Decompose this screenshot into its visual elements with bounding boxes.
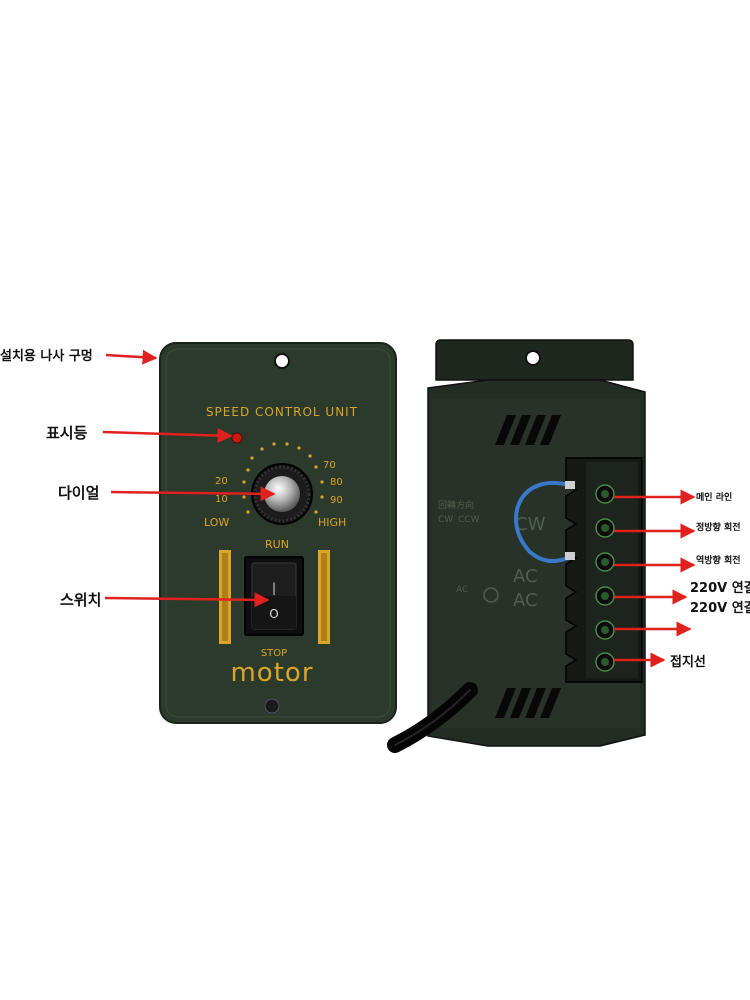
run-label: RUN	[265, 538, 289, 551]
scale-70: 70	[323, 460, 336, 471]
label-ground: 접지선	[670, 655, 706, 670]
brand-logo: motor	[230, 658, 313, 688]
back-text-direction: 回轉方向	[438, 499, 474, 511]
label-switch: 스위치	[60, 591, 102, 609]
label-forward: 정방향 회전	[696, 523, 741, 533]
stop-label: STOP	[261, 648, 287, 659]
panel-title: SPEED CONTROL UNIT	[206, 405, 358, 419]
scale-90: 90	[330, 495, 343, 506]
label-dial: 다이얼	[58, 484, 100, 502]
vent-bottom	[495, 688, 561, 718]
label-mount-hole: 설치용 나사 구멍	[0, 349, 93, 364]
low-label: LOW	[204, 516, 229, 529]
rocker-switch[interactable]	[244, 556, 304, 636]
back-text-ac-big-1: AC	[513, 566, 538, 587]
speed-dial[interactable]	[251, 463, 313, 525]
back-unit: 回轉方向 CW CCW CW AC AC AC	[387, 339, 646, 753]
label-main-line: 메인 라인	[696, 493, 733, 503]
dial-scale-dots	[242, 442, 324, 514]
indicator-light	[231, 432, 243, 444]
back-mount-hole	[525, 350, 541, 366]
back-text-ac-small: AC	[456, 585, 468, 595]
right-callout-arrows	[614, 489, 696, 668]
high-label: HIGH	[318, 516, 346, 529]
back-text-cw-small: CW	[438, 515, 453, 525]
scale-10: 10	[215, 494, 228, 505]
vent-top	[495, 415, 561, 445]
front-panel: SPEED CONTROL UNIT 20 10 70 80 90 LOW HI…	[159, 342, 397, 724]
terminal-screws	[595, 484, 615, 672]
switch-on-symbol: |	[272, 581, 276, 595]
blue-jumper-wire	[513, 480, 574, 564]
switch-off-symbol: O	[269, 607, 278, 621]
left-callout-arrows	[102, 349, 276, 608]
back-text-ccw-small: CCW	[458, 515, 480, 525]
scale-80: 80	[330, 477, 343, 488]
scale-20: 20	[215, 476, 228, 487]
mount-hole-bottom	[264, 698, 280, 714]
back-text-cw-big: CW	[515, 514, 546, 535]
label-220v-2: 220V 연결	[690, 601, 750, 616]
back-text-ac-big-2: AC	[513, 590, 538, 611]
label-220v-1: 220V 연결	[690, 581, 750, 596]
label-reverse: 역방향 회전	[696, 556, 741, 566]
label-indicator: 표시등	[46, 424, 88, 442]
mount-hole-top	[274, 353, 290, 369]
